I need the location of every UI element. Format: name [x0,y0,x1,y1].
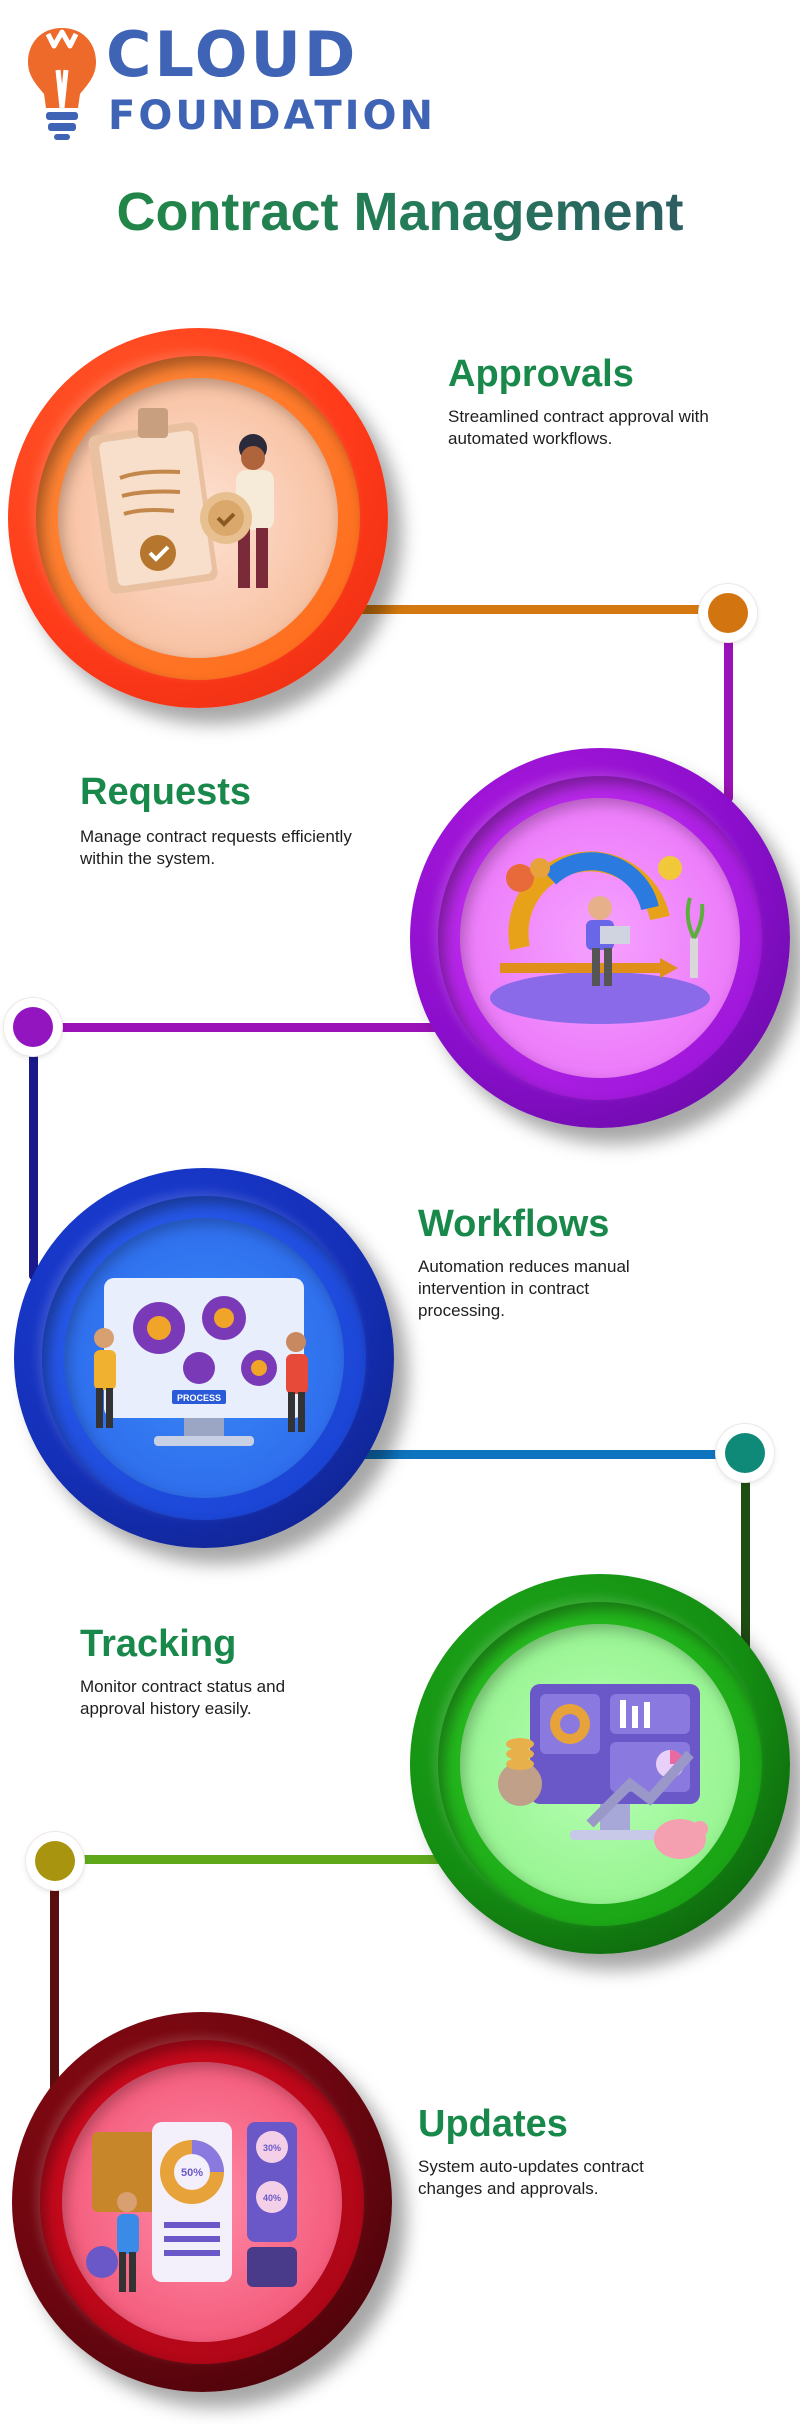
requests-description: Manage contract requests efficiently wit… [80,827,352,868]
requests-title: Requests [80,771,252,813]
process-screen-label: PROCESS [177,1393,221,1403]
brand-name-line-1: CLOUD [106,18,359,91]
report-percent-30: 30% [263,2143,281,2153]
workflow-loop-icon [490,851,710,1024]
tracking-circle [410,1574,790,1954]
brand-name-line-2: FOUNDATION [108,93,436,139]
connector-approvals [330,605,735,614]
updates-circle: 50% 30% 40% [12,2012,392,2392]
approvals-description: Streamlined contract approval with autom… [448,407,709,448]
updates-title: Updates [418,2103,568,2145]
approvals-circle [8,328,388,708]
connector-node-approvals [699,584,757,642]
connector-approvals-requests [724,612,733,802]
analytics-dashboard-icon [498,1684,708,1859]
report-dashboard-icon: 50% 30% 40% [86,2122,297,2292]
requests-circle [410,748,790,1128]
report-percent-40: 40% [263,2193,281,2203]
page-title: Contract Management [0,180,800,244]
connector-node-workflows [716,1424,774,1482]
connector-workflows [360,1450,745,1459]
connector-tracking [54,1855,454,1864]
updates-description: System auto-updates contract changes and… [418,2157,644,2198]
connector-workflows-tracking [741,1456,750,1656]
connector-requests [34,1023,454,1032]
tracking-description: Monitor contract status and approval his… [80,1677,286,1718]
brand-logo: CLOUD FOUNDATION [24,22,484,142]
connector-node-tracking [26,1832,84,1890]
process-gears-icon: PROCESS [94,1278,308,1446]
connector-requests-workflows [29,1030,38,1280]
connector-node-requests [4,998,62,1056]
workflows-circle: PROCESS [14,1168,394,1548]
workflows-title: Workflows [418,1203,610,1245]
approval-document-icon [88,408,274,594]
connector-tracking-updates [50,1862,59,2102]
lightbulb-logo-icon [28,28,96,140]
approvals-title: Approvals [448,353,634,395]
tracking-title: Tracking [80,1623,237,1665]
workflows-description: Automation reduces manual intervention i… [418,1257,630,1320]
report-percent-50: 50% [181,2167,203,2179]
